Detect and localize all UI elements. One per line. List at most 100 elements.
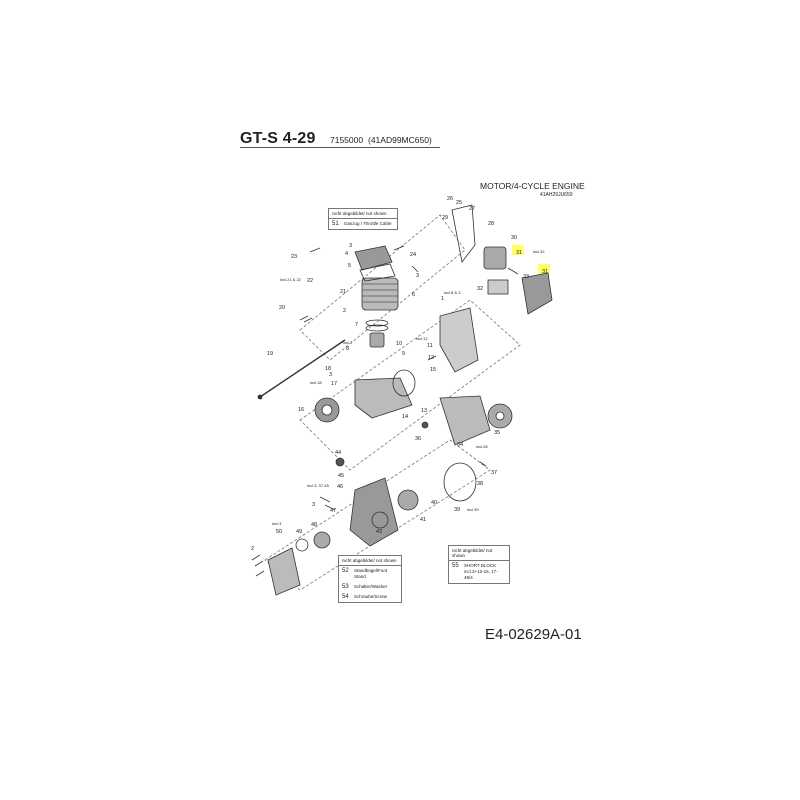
part-callout: 13: [421, 408, 428, 414]
engine-title: MOTOR/4-CYCLE ENGINE: [480, 181, 585, 191]
part-callout: 23: [291, 254, 298, 260]
legend-row-number: 55: [452, 563, 459, 569]
fan-housing-13: [439, 395, 491, 446]
legend-row: 53 Schalter/Washer: [339, 582, 401, 592]
part-callout: 43: [376, 529, 383, 535]
legend-row-number: 52: [342, 568, 349, 574]
part-callout: 7: [355, 322, 359, 328]
part-callout: 10: [396, 341, 403, 347]
clutch-cover-50: [267, 547, 301, 596]
part-callout: 15: [430, 367, 437, 373]
part-callout: 47: [330, 508, 337, 514]
part-callout: 29: [442, 215, 449, 221]
part-callout: 25: [456, 200, 463, 206]
part-callout: 39: [454, 507, 461, 513]
legend-box-header: nicht abgebildet/ not shown: [449, 546, 509, 561]
piston-ring-a: [365, 319, 389, 327]
clutch-housing-46: [349, 477, 399, 547]
part-callout: incl.28: [476, 444, 488, 449]
part-callout: 8: [346, 346, 350, 352]
part-callout: 6: [412, 292, 416, 298]
part-callout: incl.18: [310, 380, 322, 385]
filter-cover-31: [521, 272, 553, 315]
part-callout: 33: [523, 274, 530, 280]
screws: [251, 245, 519, 577]
legend-row-text: Schalter/Washer: [354, 584, 388, 589]
legend-box-not-shown-52-54: nicht abgebildet/ not shown 52 Standbüge…: [338, 555, 402, 603]
crankcase: [354, 377, 413, 419]
legend-row: 52 Standbügel/Foot Stand: [339, 566, 401, 582]
legend-row-text: Schraube/Screw: [354, 594, 388, 599]
part-callout: 50: [276, 529, 283, 535]
bracket-27: [451, 204, 476, 263]
legend-row: 51 Gaszug / Throttle Cable: [329, 219, 397, 229]
part-callout: 40: [431, 500, 438, 506]
part-callout: 3: [349, 243, 353, 249]
part-callout: 37: [491, 470, 498, 476]
legend-row: 54 Schraube/Screw: [339, 592, 401, 602]
dashed-region-carb: [299, 214, 466, 361]
part-callout: 41: [420, 517, 427, 523]
legend-row-number: 53: [342, 584, 349, 590]
part-callout: 45: [338, 473, 345, 479]
clutch-spring-49: [295, 538, 309, 552]
part-callout: incl.7: [343, 340, 353, 345]
legend-row-text: SHORT BLOCK incl.3+12-16, 17-48/4: [464, 563, 498, 580]
part-callout: incl.8 & 3: [444, 290, 461, 295]
part-callout: 34: [457, 442, 464, 448]
air-filter-housing: [439, 307, 479, 373]
part-callout: 3: [416, 273, 420, 279]
part-callout: 16: [298, 407, 305, 413]
cylinder-cover: [354, 245, 393, 271]
part-callout: 22: [307, 278, 314, 284]
part-callout: incl.32: [533, 249, 545, 254]
gasket-14: [392, 369, 416, 397]
part-callout: 44: [335, 450, 342, 456]
part-callout: 2: [251, 546, 255, 552]
pulley-44: [335, 457, 345, 467]
part-callout: 3: [329, 372, 333, 378]
part-callout: 38: [477, 481, 484, 487]
throttle-cable: [259, 339, 346, 398]
part-callout: incl.3, 37-45: [307, 483, 329, 488]
part-callout: 32: [477, 286, 484, 292]
part-callout: 27: [469, 206, 476, 212]
part-callout: 46: [337, 484, 344, 490]
gasket-5: [359, 263, 396, 282]
part-callout: 20: [279, 305, 286, 311]
part-callout: 11: [427, 343, 433, 349]
clutch-43: [371, 511, 389, 529]
dashed-region-crankcase: [299, 299, 521, 471]
legend-row-text: Standbügel/Foot Stand: [354, 568, 388, 579]
filter-32: [487, 279, 509, 295]
spark-plug-36: [421, 421, 429, 429]
part-callout: 26: [447, 196, 454, 202]
legend-row-text: Gaszug / Throttle Cable: [344, 221, 392, 226]
clutch-shoe-48: [313, 531, 331, 549]
gasket-39: [443, 462, 477, 502]
highlight-31-b: [538, 264, 550, 274]
part-callout: 12: [428, 355, 435, 361]
part-callout: incl.12: [416, 336, 428, 341]
part-callout: 48: [311, 522, 318, 528]
legend-box-not-shown-51: nicht abgebildet/ not shown 51 Gaszug / …: [328, 208, 398, 230]
part-callout: 14: [402, 414, 409, 420]
part-callout: incl.39: [467, 507, 479, 512]
page-title: GT-S 4-29: [240, 130, 316, 147]
part-callout: 21: [340, 289, 347, 295]
part-callout: 18: [325, 366, 332, 372]
part-callout: 17: [331, 381, 338, 387]
drawing-id: E4-02629A-01: [485, 626, 582, 643]
part-callout: 9: [402, 351, 406, 357]
model-code: (41AD99MC650): [368, 135, 432, 145]
part-callout: 31: [516, 250, 523, 256]
legend-box-not-shown-55: nicht abgebildet/ not shown 55 SHORT BLO…: [448, 545, 510, 584]
part-callout: 35: [494, 430, 501, 436]
part-callout: 31: [542, 269, 549, 275]
part-callout: incl.3: [272, 521, 282, 526]
part-callout: 1: [441, 296, 445, 302]
filter-element-30: [483, 246, 507, 270]
part-callout: 24: [410, 252, 417, 258]
part-callout: 4: [345, 251, 349, 257]
part-callout: 3: [312, 502, 316, 508]
